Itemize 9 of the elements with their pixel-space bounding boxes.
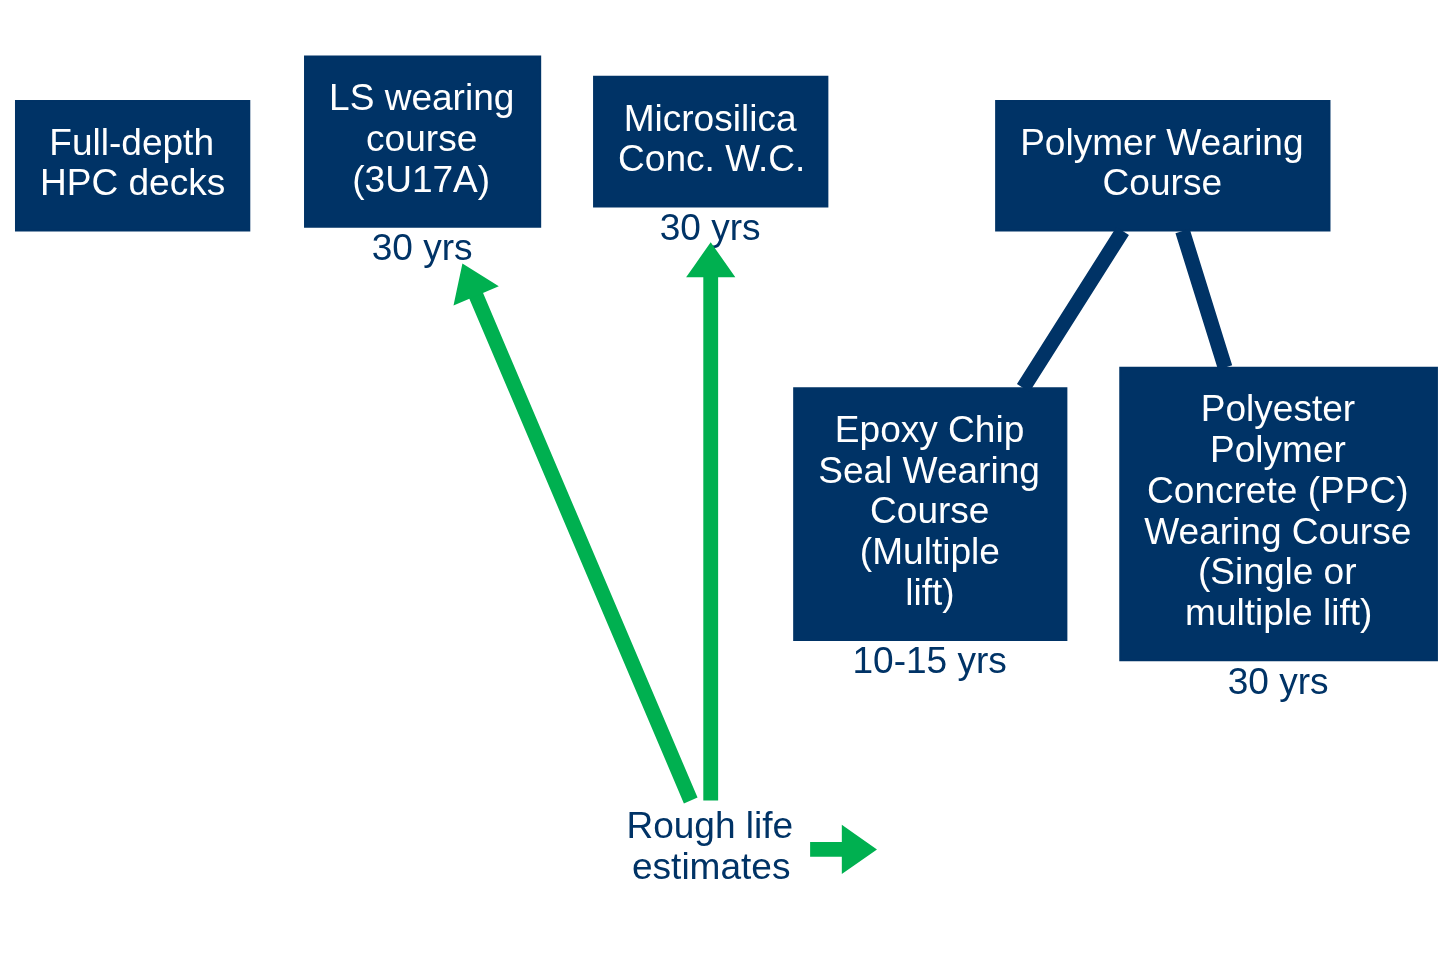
node-label: 10-15 yrs [852,638,1007,681]
node-label: 30 yrs [371,225,473,268]
arrow [453,262,698,803]
connector [1175,228,1233,370]
node-label: 30 yrs [659,205,761,248]
node-text: Rough life estimates [626,803,794,887]
arrow [810,824,877,874]
arrow [686,241,736,801]
node-label: 30 yrs [1227,659,1329,702]
